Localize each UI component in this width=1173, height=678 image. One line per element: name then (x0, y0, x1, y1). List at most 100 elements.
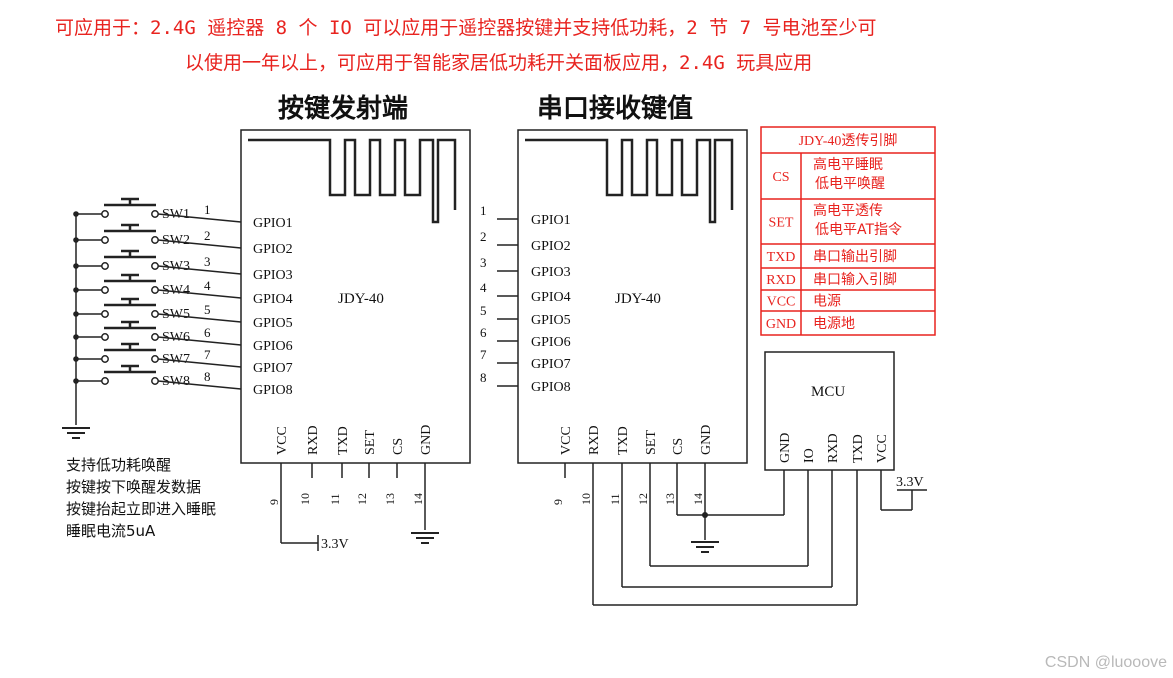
gpio-wire (157, 239, 242, 249)
gpio-wire (157, 336, 242, 346)
left-bottom-pin-label: CS (391, 438, 406, 455)
mcu-pin-label: IO (802, 448, 817, 463)
switch-contact (101, 286, 109, 294)
switch-pin-number: 2 (204, 228, 211, 243)
right-gpio-label: GPIO1 (531, 213, 571, 228)
left-bottom-pin-number: 14 (411, 493, 425, 505)
switch-label: SW3 (162, 259, 190, 274)
right-chip-label: JDY-40 (615, 291, 661, 307)
right-bottom-pin-label: SET (644, 430, 659, 455)
left-gpio-label: GPIO8 (253, 383, 293, 398)
right-pin-number: 7 (480, 347, 487, 362)
left-gpio-label: GPIO7 (253, 361, 293, 376)
right-gpio-label: GPIO8 (531, 380, 571, 395)
right-gpio-label: GPIO5 (531, 313, 571, 328)
left-bottom-pin-number: 9 (267, 499, 281, 505)
left-antenna (248, 138, 457, 224)
right-bottom-pin-number: 14 (691, 493, 705, 505)
right-antenna (525, 138, 734, 224)
mcu-pin-label: TXD (851, 434, 866, 463)
gpio-wire (157, 358, 242, 368)
switch-contact (101, 236, 109, 244)
gpio-wire (157, 265, 242, 275)
left-gpio-label: GPIO1 (253, 216, 293, 231)
right-bottom-pin-number: 9 (551, 499, 565, 505)
pin-table-name: SET (769, 216, 794, 231)
right-gpio-label: GPIO6 (531, 335, 571, 350)
switch-label: SW6 (162, 330, 190, 345)
left-bottom-pin-label: TXD (336, 426, 351, 455)
switch-contact (101, 333, 109, 341)
left-gpio-label: GPIO3 (253, 268, 293, 283)
left-gpio-label: GPIO2 (253, 242, 293, 257)
pin-table-desc: 电源 (813, 294, 841, 310)
right-gpio-label: GPIO3 (531, 265, 571, 280)
right-bottom-pin-label: RXD (587, 425, 602, 455)
switch-contact (151, 262, 159, 270)
left-gpio-label: GPIO4 (253, 292, 293, 307)
pin-table: JDY-40透传引脚CS高电平睡眠低电平唤醒SET高电平透传低电平AT指令TXD… (760, 126, 936, 336)
right-bottom-pin-label: GND (699, 425, 714, 455)
switch-contact (151, 286, 159, 294)
switch-contact (151, 333, 159, 341)
left-gpio-label: GPIO5 (253, 316, 293, 331)
pin-table-name: RXD (766, 273, 796, 288)
gpio-wire (157, 380, 242, 390)
switch-pin-number: 4 (204, 278, 211, 293)
switch-label: SW8 (162, 374, 190, 389)
right-bottom-pin-label: VCC (559, 426, 574, 455)
switch-label: SW1 (162, 207, 190, 222)
left-bottom-pin-label: VCC (275, 426, 290, 455)
left-chip-label: JDY-40 (338, 291, 384, 307)
right-pin-number: 6 (480, 325, 487, 340)
right-gpio-label: GPIO7 (531, 357, 571, 372)
pin-table-desc: 电源地 (813, 316, 855, 332)
right-pin-number: 1 (480, 203, 487, 218)
right-bottom-pin-label: TXD (616, 426, 631, 455)
switch-label: SW2 (162, 233, 190, 248)
right-bottom-pin-label: CS (671, 438, 686, 455)
switch-contact (101, 355, 109, 363)
mcu-box (764, 351, 895, 471)
pin-table-desc: 串口输入引脚 (813, 272, 897, 288)
mcu-pin-label: GND (778, 433, 793, 463)
header-line-2: 以使用一年以上，可应用于智能家居低功耗开关面板应用，2.4G 玩具应用 (185, 52, 813, 74)
right-pin-number: 8 (480, 370, 487, 385)
switch-contact (151, 355, 159, 363)
switch-contact (101, 310, 109, 318)
right-pin-number: 4 (480, 280, 487, 295)
right-pin-number: 2 (480, 229, 487, 244)
pin-table-name: GND (766, 317, 796, 332)
watermark: CSDN @luooove (1044, 654, 1167, 671)
switch-contact (151, 310, 159, 318)
pin-table-desc: 串口输出引脚 (813, 249, 897, 265)
junction-dot (702, 512, 708, 518)
switch-pin-number: 3 (204, 254, 211, 269)
right-pin-number: 5 (480, 303, 487, 318)
mcu-label: MCU (811, 384, 845, 400)
right-bottom-pin-number: 12 (636, 493, 650, 505)
right-gpio-label: GPIO4 (531, 290, 571, 305)
gpio-wire (157, 313, 242, 323)
mcu-3v3-label: 3.3V (896, 475, 924, 490)
gpio-wire (157, 289, 242, 299)
switch-pin-number: 1 (204, 202, 211, 217)
right-pin-number: 3 (480, 255, 487, 270)
switch-contact (151, 210, 159, 218)
left-bottom-pin-number: 13 (383, 493, 397, 505)
left-module-box (240, 129, 471, 464)
feature-note: 支持低功耗唤醒 (66, 456, 171, 474)
pin-table-desc: 低电平唤醒 (815, 175, 885, 192)
pin-table-name: CS (772, 170, 789, 185)
mcu-pin-label: RXD (826, 433, 841, 463)
switch-label: SW4 (162, 283, 190, 298)
left-gpio-label: GPIO6 (253, 339, 293, 354)
left-bottom-pin-number: 10 (298, 493, 312, 505)
left-title: 按键发射端 (278, 93, 408, 124)
left-bottom-pin-label: RXD (306, 425, 321, 455)
right-bottom-pin-number: 10 (579, 493, 593, 505)
switch-contact (151, 236, 159, 244)
switch-pin-number: 5 (204, 302, 211, 317)
